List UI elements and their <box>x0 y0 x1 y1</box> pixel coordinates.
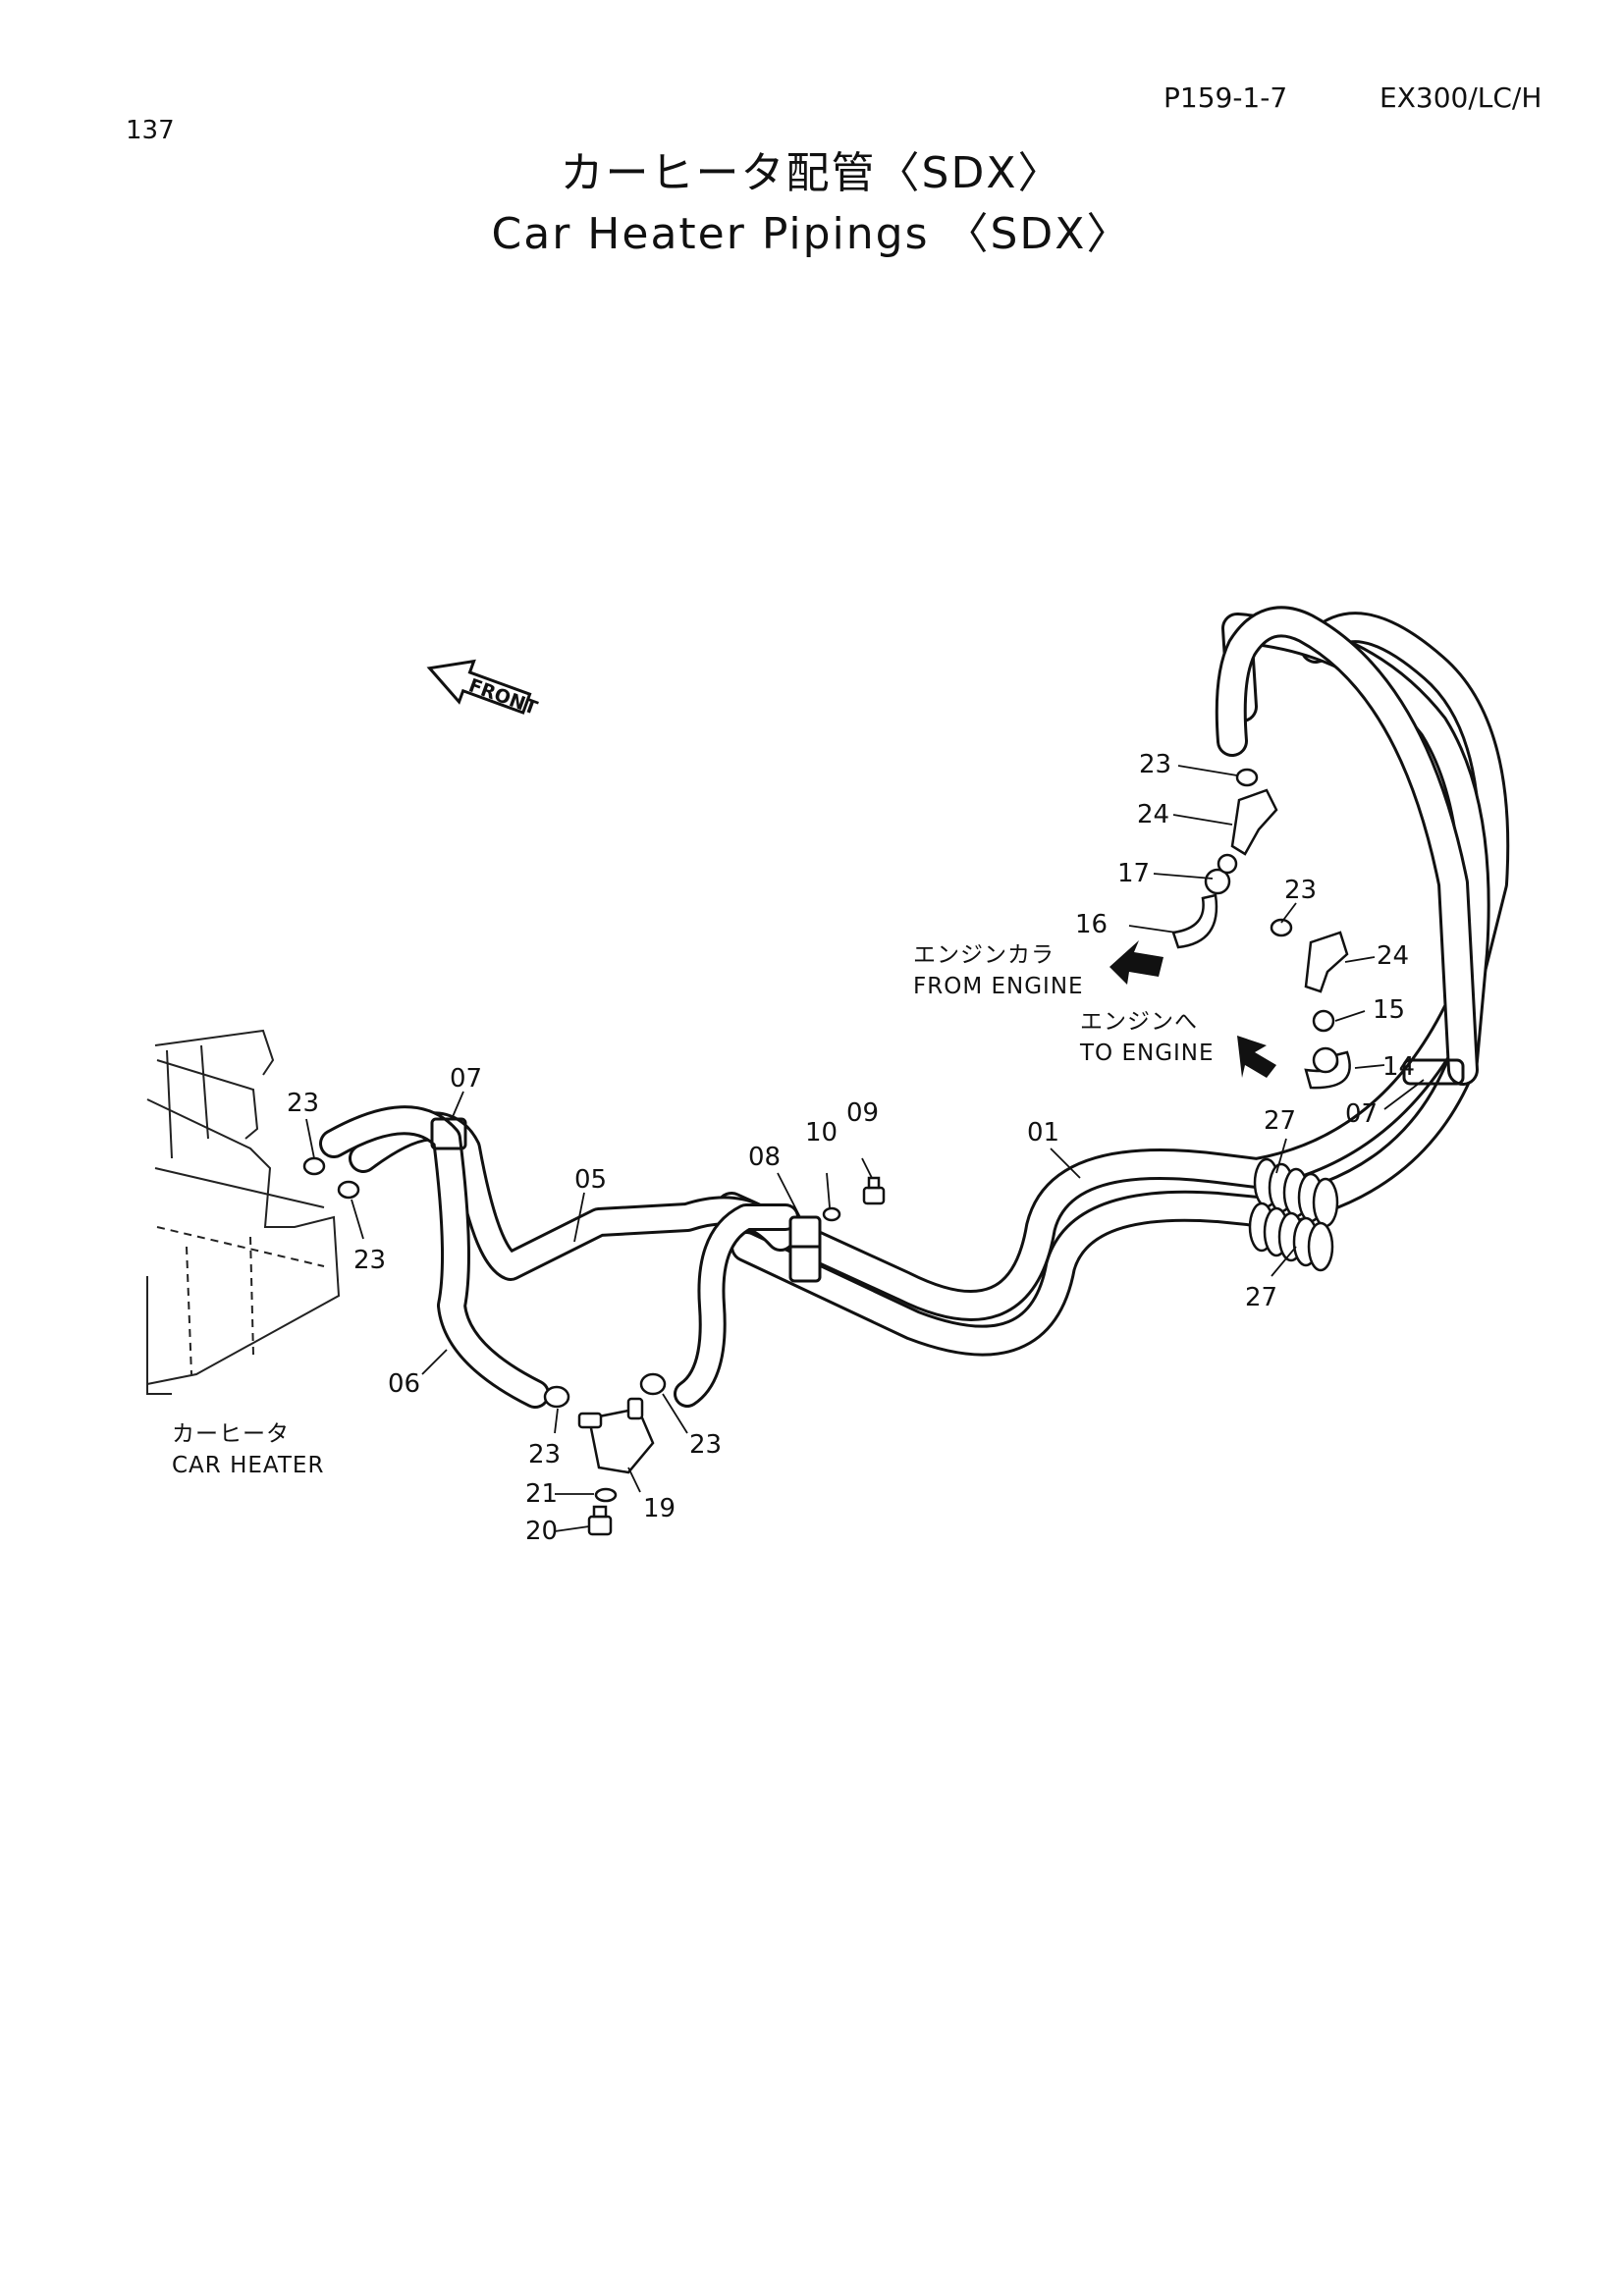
part-label: 23 <box>353 1246 386 1275</box>
leader-lines <box>305 765 1425 1532</box>
y-joint-24 <box>1230 788 1349 993</box>
part-label: 21 <box>525 1479 558 1509</box>
part-label: 23 <box>287 1089 319 1118</box>
part-label: 20 <box>525 1517 558 1546</box>
engine-fittings <box>1171 853 1351 1090</box>
caption-to-engine-en: TO ENGINE <box>1079 1041 1215 1066</box>
part-label: 23 <box>1139 750 1171 779</box>
part-label: 05 <box>574 1165 607 1195</box>
to-engine-arrow <box>1237 1036 1276 1078</box>
part-label: 06 <box>388 1369 420 1399</box>
valve-19 <box>577 1397 655 1474</box>
part-label: 23 <box>689 1430 722 1460</box>
sleeve-27 <box>1248 1157 1339 1272</box>
caption-car-heater-en: CAR HEATER <box>172 1453 324 1478</box>
from-engine-arrow <box>1109 940 1163 985</box>
page-number: 137 <box>126 116 175 145</box>
part-label: 24 <box>1137 800 1169 829</box>
caption-from-engine-en: FROM ENGINE <box>913 974 1084 999</box>
part-label: 27 <box>1264 1106 1296 1136</box>
bolt-09 <box>862 1176 886 1205</box>
part-label: 08 <box>748 1143 781 1172</box>
caption-to-engine-jp: エンジンへ <box>1080 1009 1198 1035</box>
title-japanese: カーヒータ配管〈SDX〉 <box>560 148 1063 198</box>
part-label: 27 <box>1245 1283 1277 1312</box>
hose-clamp-fittings <box>302 768 1293 1409</box>
front-label: FRONT <box>465 674 540 720</box>
washer-10 <box>822 1206 841 1222</box>
caption-car-heater-jp: カーヒータ <box>172 1421 290 1447</box>
front-arrow: FRONT <box>426 659 540 720</box>
part-labels: 23 24 17 16 23 24 15 14 07 27 27 01 09 1… <box>287 750 1415 1546</box>
part-label: 09 <box>846 1098 879 1128</box>
caption-from-engine-jp: エンジンカラ <box>913 942 1055 968</box>
part-label: 15 <box>1373 995 1405 1025</box>
washer-21 <box>594 1487 618 1503</box>
part-label: 01 <box>1027 1118 1059 1148</box>
page-code: P159-1-7 <box>1163 81 1288 114</box>
part-label: 17 <box>1117 859 1150 888</box>
clamp-08 <box>788 1215 822 1283</box>
title-english: Car Heater Pipings 〈SDX〉 <box>491 209 1132 259</box>
model-code: EX300/LC/H <box>1380 81 1542 114</box>
part-label: 14 <box>1382 1052 1415 1082</box>
part-label: 24 <box>1377 941 1409 971</box>
pipe-network <box>319 606 1510 1409</box>
bolt-20 <box>587 1505 613 1536</box>
part-label: 23 <box>528 1440 561 1469</box>
part-label: 07 <box>1345 1099 1378 1129</box>
part-label: 10 <box>805 1118 838 1148</box>
part-label: 07 <box>450 1064 482 1094</box>
part-label: 23 <box>1284 876 1317 905</box>
car-heater-unit <box>146 1029 341 1395</box>
part-label: 16 <box>1075 910 1108 939</box>
clamp-07 <box>430 1058 1465 1150</box>
part-label: 19 <box>643 1494 676 1523</box>
